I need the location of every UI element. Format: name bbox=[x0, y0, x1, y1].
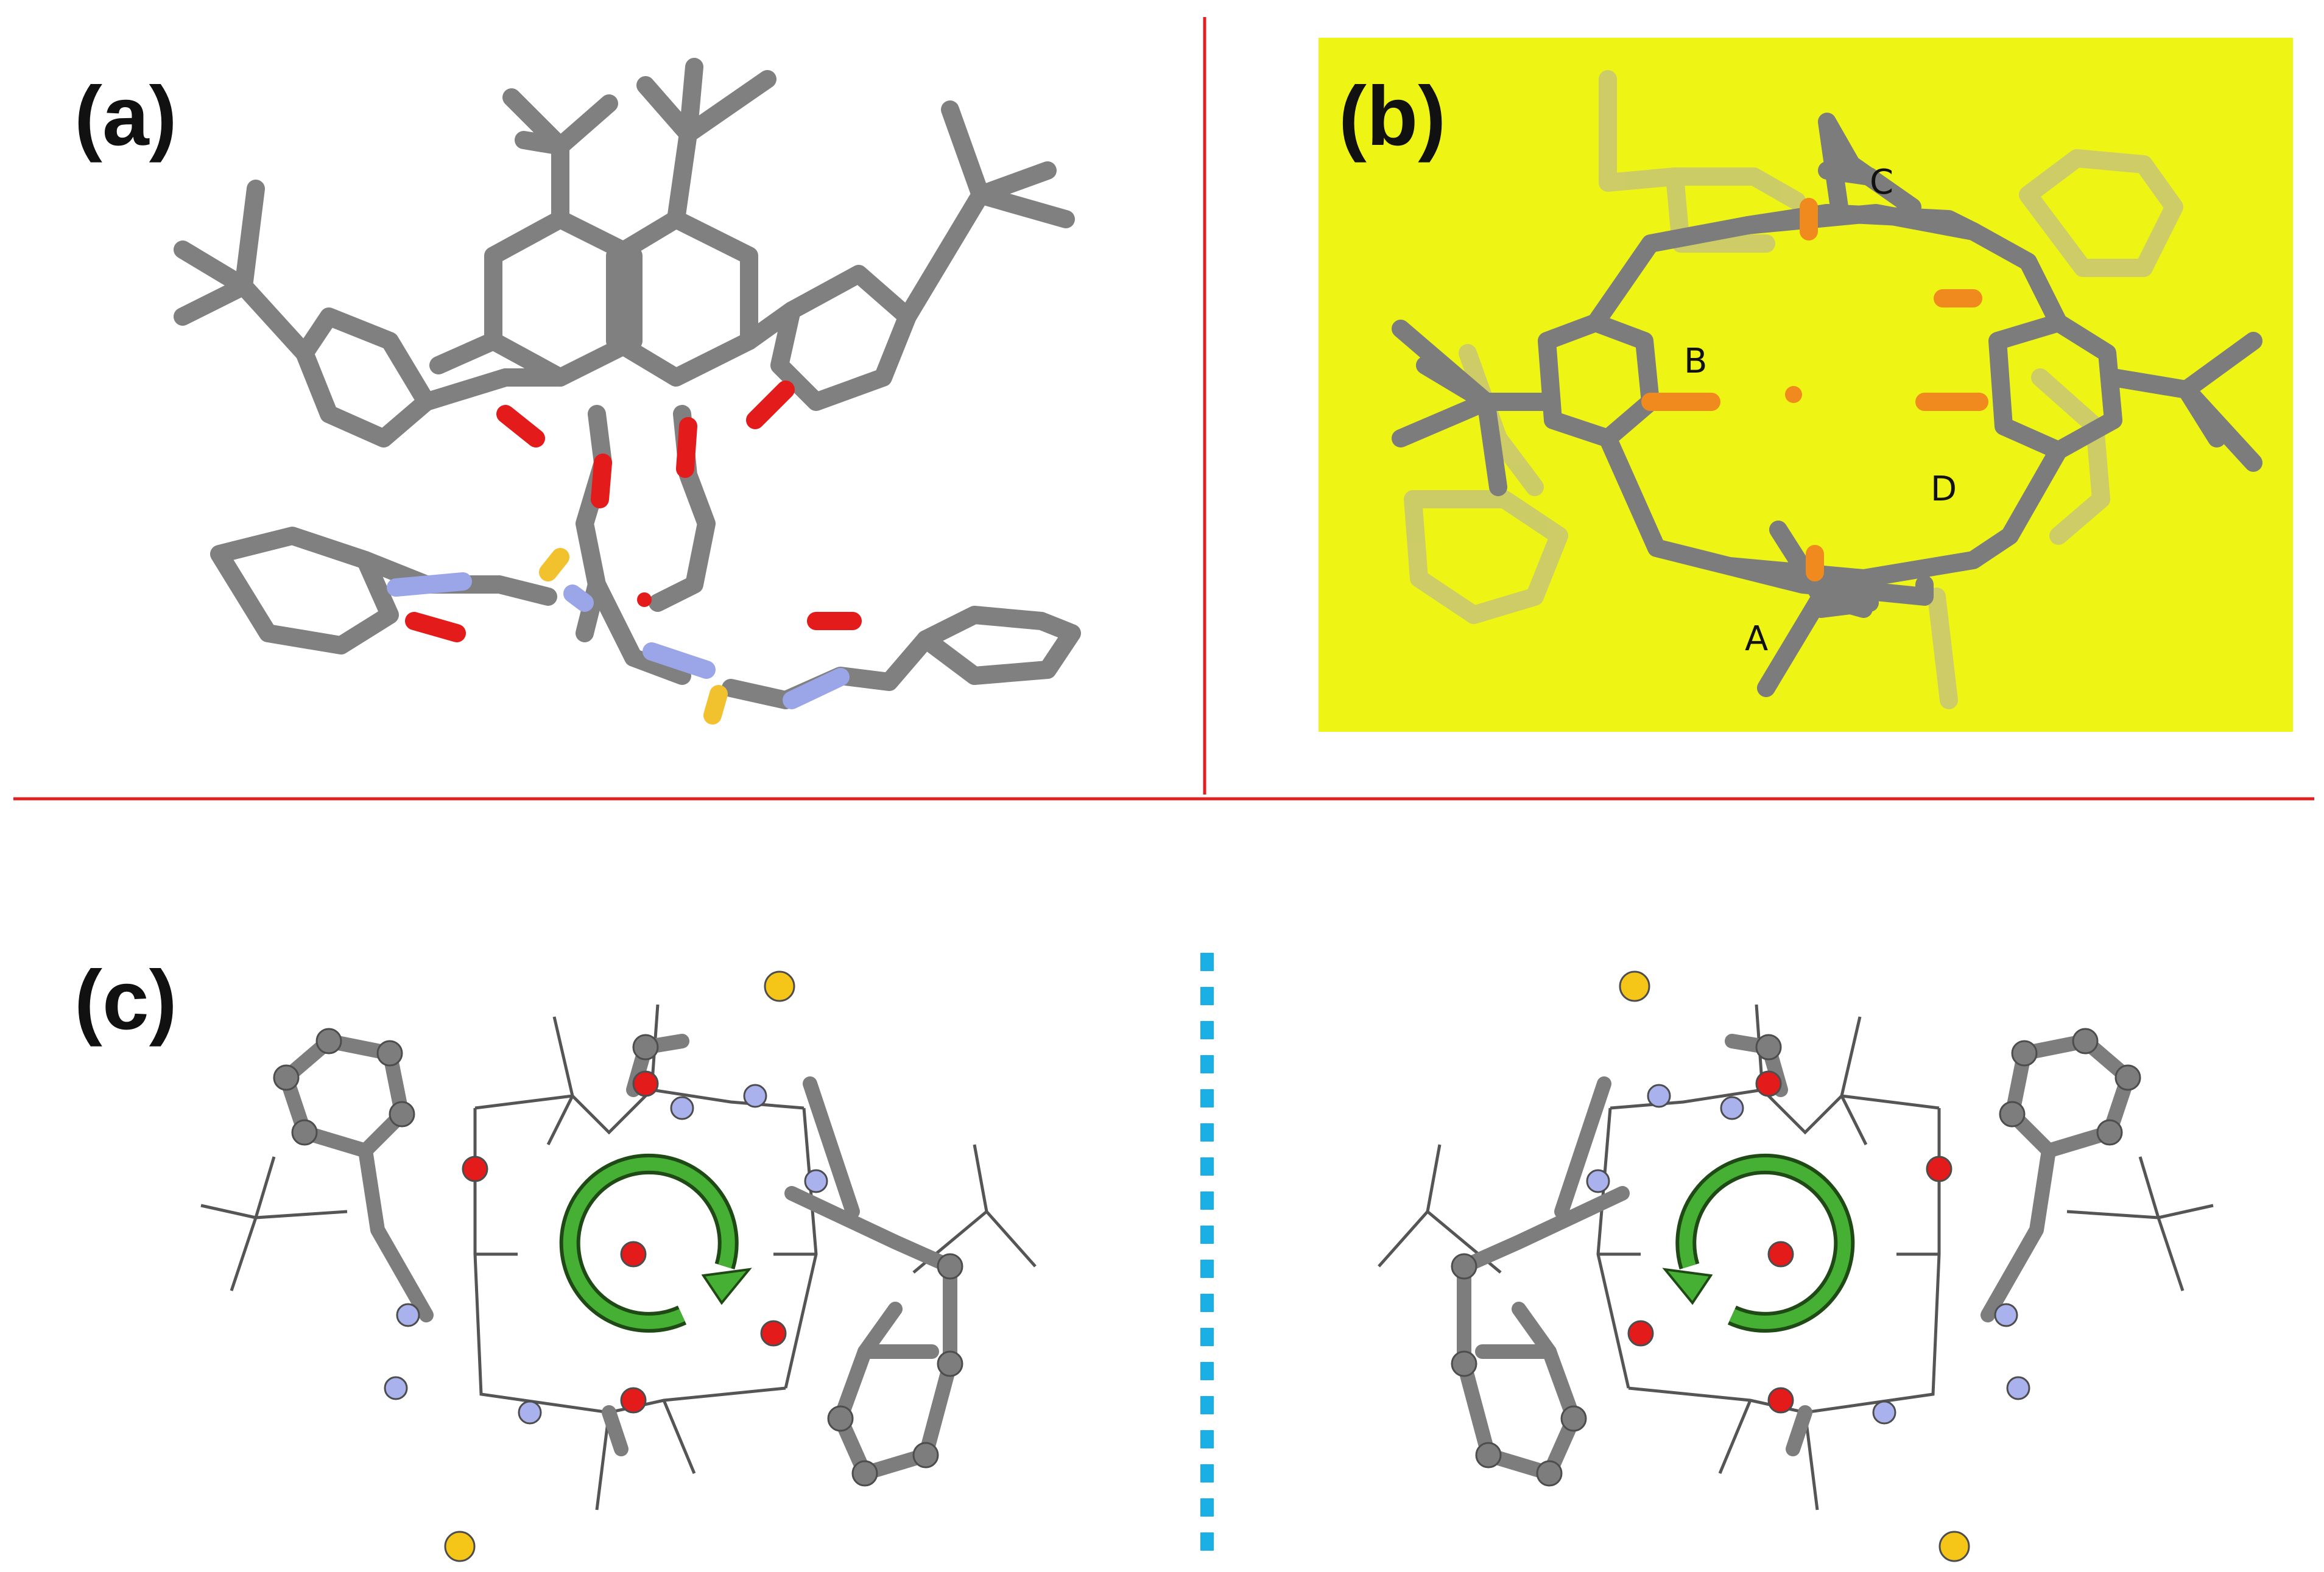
panel-c: (c) bbox=[74, 953, 2214, 1562]
counterclockwise-rotation-icon bbox=[1662, 1153, 1855, 1333]
molecule-c-left-carbon-balls bbox=[279, 1034, 957, 1481]
molecule-b-oxygen-atoms bbox=[1641, 198, 1988, 581]
clockwise-rotation-icon bbox=[559, 1153, 752, 1333]
molecule-c-right-carbon-balls bbox=[1457, 1034, 2135, 1481]
molecule-b-carbon-bonds bbox=[1392, 113, 2262, 697]
molecule-a-nitrogen-bonds bbox=[387, 572, 850, 709]
molecule-a-sulfur-bonds bbox=[539, 548, 728, 725]
molecule-a-oxygen-bonds bbox=[405, 381, 862, 642]
panel-a-label: (a) bbox=[74, 69, 177, 163]
molecule-c-left bbox=[200, 970, 1037, 1562]
ring-label-c: C bbox=[1870, 163, 1893, 202]
panel-a: (a) bbox=[74, 58, 1081, 725]
molecule-c-right-atoms bbox=[1451, 970, 2141, 1562]
ring-label-a: A bbox=[1745, 619, 1768, 659]
ring-label-d: D bbox=[1931, 469, 1957, 509]
molecule-c-right bbox=[1378, 970, 2214, 1562]
molecule-c-left-atoms bbox=[273, 970, 963, 1562]
panel-b-label: (b) bbox=[1339, 69, 1446, 163]
ring-label-b: B bbox=[1684, 342, 1707, 381]
panel-b: (b) bbox=[1319, 38, 2293, 732]
molecule-a-carbon-bonds bbox=[174, 58, 1081, 709]
panel-c-label: (c) bbox=[74, 953, 177, 1047]
